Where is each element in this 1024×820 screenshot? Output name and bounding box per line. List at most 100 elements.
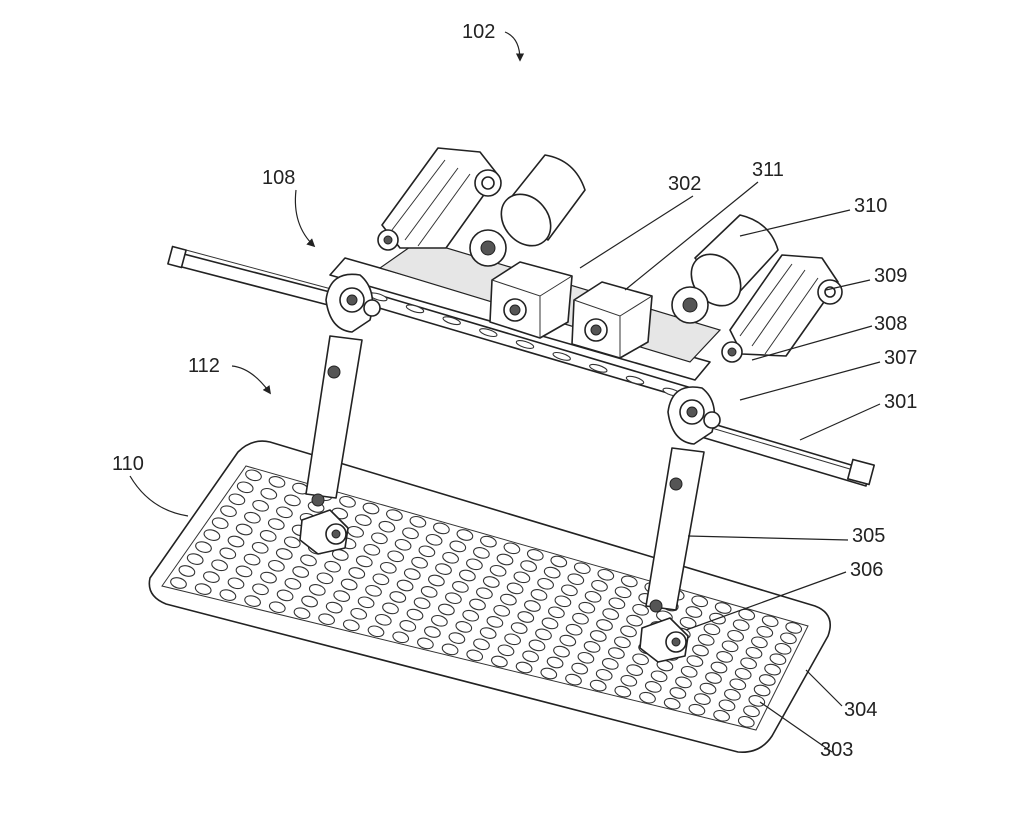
plate-hole <box>399 620 417 632</box>
plate-hole <box>178 565 196 577</box>
plate-hole <box>597 568 615 581</box>
plate-hole <box>194 583 212 595</box>
plate-hole <box>548 606 565 619</box>
plate-hole <box>267 518 285 530</box>
plate-hole <box>724 688 741 701</box>
plate-hole <box>500 593 517 606</box>
rail-slot <box>625 375 645 385</box>
plate-hole <box>745 646 763 659</box>
left-leg <box>305 335 363 507</box>
plate-hole <box>442 551 459 564</box>
plate-hole <box>751 636 768 649</box>
plate-hole <box>632 653 649 666</box>
plate-hole <box>769 653 787 666</box>
plate-hole <box>565 673 582 686</box>
plate-hole <box>245 469 262 482</box>
plate-hole <box>362 502 380 515</box>
plate-hole <box>378 520 396 533</box>
ref-112: 112 <box>188 355 220 377</box>
leader-lines <box>129 31 881 753</box>
plate-hole <box>466 649 484 662</box>
plate-hole <box>275 548 293 560</box>
plate-hole <box>438 603 455 616</box>
plate-hole <box>679 616 697 629</box>
plate-hole <box>703 623 721 636</box>
plate-hole <box>316 572 334 585</box>
plate-hole <box>420 586 438 598</box>
plate-hole <box>394 538 412 551</box>
plate-hole <box>301 595 318 608</box>
ref-306: 306 <box>850 559 883 581</box>
plate-hole <box>650 670 668 683</box>
plate-hole <box>504 633 521 646</box>
plate-hole <box>497 644 515 657</box>
plate-hole <box>292 566 310 578</box>
plate-hole <box>236 481 254 494</box>
plate-hole <box>669 687 687 699</box>
left-horizontal-bar <box>167 245 336 307</box>
plate-hole <box>324 560 341 573</box>
plate-hole <box>260 487 278 500</box>
plate-hole <box>535 628 552 641</box>
plate-hole <box>211 559 228 572</box>
plate-hole <box>251 541 269 554</box>
plate-hole <box>626 614 643 627</box>
plate-hole <box>675 676 692 689</box>
right-ankle-bracket-306 <box>639 617 689 663</box>
plate-hole <box>244 511 261 524</box>
plate-hole <box>740 657 757 670</box>
plate-hole <box>482 576 500 588</box>
plate-hole <box>561 584 578 597</box>
plate-hole <box>425 533 443 546</box>
plate-hole <box>363 543 381 556</box>
plate-hole <box>524 600 541 612</box>
plate-hole <box>365 584 382 597</box>
plate-hole <box>620 575 638 588</box>
plate-hole <box>372 573 390 586</box>
plate-hole <box>382 602 399 615</box>
plate-hole <box>379 561 397 574</box>
ref-110: 110 <box>112 453 144 475</box>
plate-hole <box>293 607 311 620</box>
plate-hole <box>573 562 591 575</box>
plate-hole <box>758 674 776 686</box>
plate-hole <box>227 535 245 548</box>
plate-hole <box>596 619 613 631</box>
left-motor-cylinder <box>469 154 586 267</box>
ref-102: 102 <box>462 21 495 43</box>
plate-hole <box>550 555 568 568</box>
plate-hole <box>308 584 326 596</box>
plate-hole <box>614 685 632 698</box>
plate-hole <box>235 523 253 536</box>
ref-303: 303 <box>820 739 853 761</box>
ref-307: 307 <box>884 347 917 369</box>
plate-hole <box>387 550 405 563</box>
plate-hole <box>530 589 548 601</box>
plate-hole <box>705 672 722 684</box>
plate-hole <box>737 715 755 728</box>
ref-302: 302 <box>668 173 701 195</box>
plate-hole <box>354 514 372 526</box>
plate-hole <box>591 579 608 592</box>
plate-hole <box>491 655 508 668</box>
rail-slots <box>369 292 681 397</box>
plate-hole <box>283 536 301 549</box>
plate-hole <box>572 612 589 625</box>
plate-hole <box>522 650 539 663</box>
plate-hole <box>371 532 388 545</box>
plate-hole <box>680 665 698 678</box>
plate-hole <box>455 621 473 633</box>
plate-hole <box>601 658 619 670</box>
plate-hole <box>325 601 343 614</box>
plate-hole <box>743 705 760 718</box>
plate-hole <box>186 553 204 565</box>
plate-hole <box>350 607 368 620</box>
rail-slot <box>442 316 461 326</box>
left-upper-joint <box>325 273 381 333</box>
plate-hole <box>644 681 662 693</box>
plate-hole <box>710 661 728 674</box>
plate-hole <box>567 573 585 586</box>
plate-hole <box>355 555 373 568</box>
plate-hole <box>268 476 286 488</box>
plate-hole <box>448 632 466 644</box>
